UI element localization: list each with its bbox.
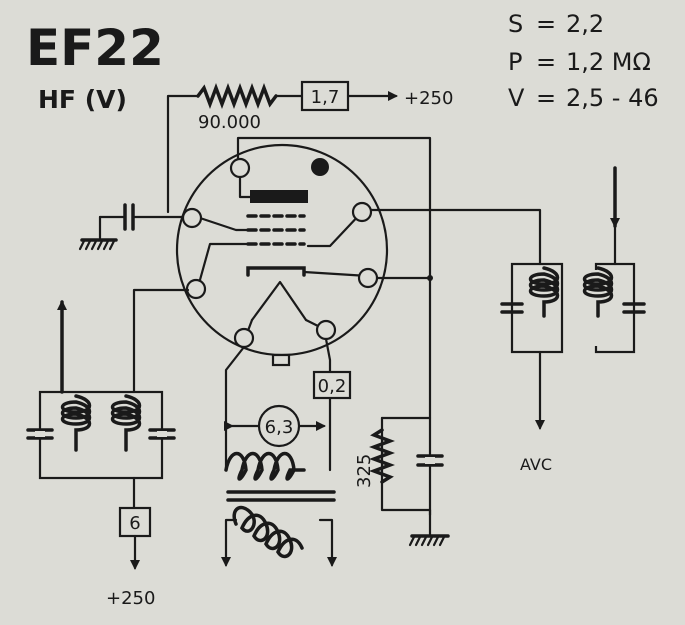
key-dot [311,158,329,176]
grid-coupling [78,203,194,251]
pin [357,267,379,289]
pin [181,207,203,229]
spec-v-value: 2,5 - 46 [566,84,659,112]
cathode-bus-wire [236,136,432,517]
output-tank: AVC [369,166,646,474]
screen-supply-label: +250 [106,588,155,609]
spec-v-eq: = [536,84,556,112]
input-tank: 6 +250 [26,288,190,609]
avc-label: AVC [520,455,552,474]
mains-arrow-left [221,518,238,567]
anode-plate [250,190,308,203]
coil [110,394,142,452]
tube-type-title: EF22 [26,19,164,77]
heater-voltage-circle [257,404,301,448]
primary-coil [232,505,304,559]
heater-filament [250,280,308,322]
cathode-resistor-label: 325 [354,454,375,488]
heater-current-box [312,370,352,400]
pin [185,278,207,300]
tube-key [271,353,291,367]
grid-feed-wire [166,94,200,214]
cathode [246,266,306,277]
pin [315,319,337,341]
cathode-rc: 325 [354,416,450,547]
resistor-value-label: 90.000 [198,112,261,133]
anode-current-value: 1,7 [311,87,340,108]
pin [351,201,373,223]
heater-transformer: 0,2 6,3 [221,337,352,567]
coil [60,394,92,452]
tube-envelope [175,143,389,367]
spec-p-symbol: P [508,48,522,76]
resistor-zigzag [196,83,278,109]
spec-s-eq: = [536,10,556,38]
anode-feed: 1,7 +250 90.000 [166,80,453,214]
pin [233,327,255,349]
spec-p-eq: = [536,48,556,76]
heater-current-value: 0,2 [318,376,347,397]
mains-arrow-right [318,518,337,567]
cathode-resistor [369,428,395,484]
spec-v-symbol: V [508,84,525,112]
spec-p-value: 1,2 MΩ [566,48,651,76]
spec-s-symbol: S [508,10,523,38]
screen-current-value: 6 [129,513,140,534]
anode-supply-label: +250 [404,88,453,109]
tube-role-label: HF (V) [38,85,127,114]
pin [229,157,251,179]
secondary-coil [224,451,306,481]
heater-voltage-value: 6,3 [265,417,294,438]
coil [528,266,560,318]
spec-list: S = 2,2 P = 1,2 MΩ V = 2,5 - 46 [508,10,659,112]
coil [582,266,614,318]
spec-s-value: 2,2 [566,10,604,38]
